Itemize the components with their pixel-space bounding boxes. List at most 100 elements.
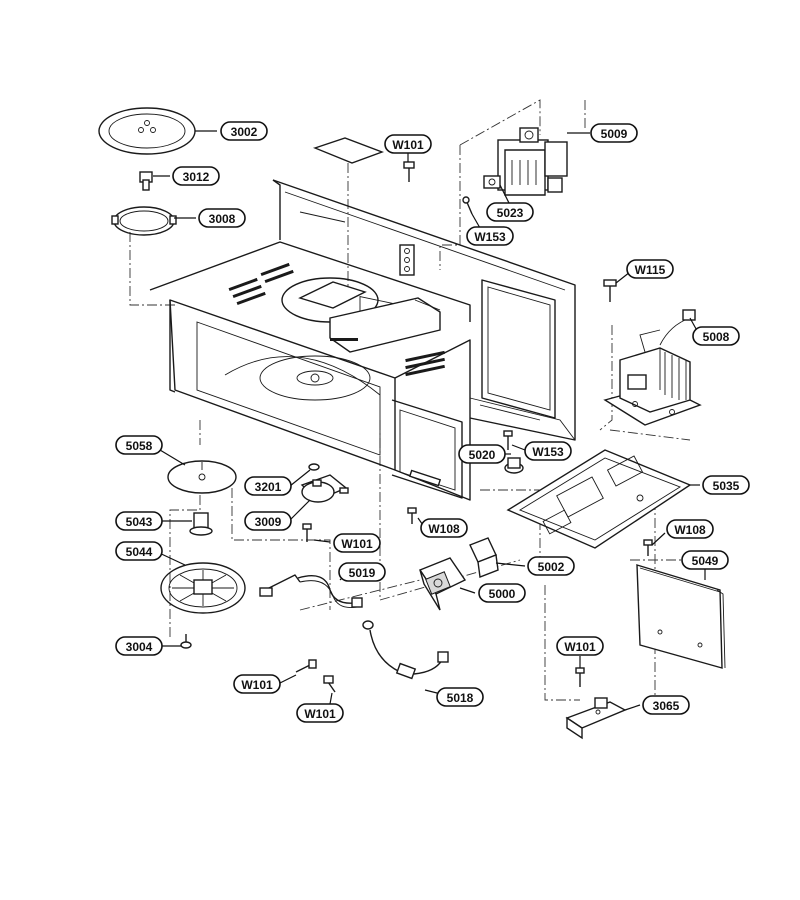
stirrer-fan bbox=[160, 562, 246, 614]
callout-5009: 5009 bbox=[590, 123, 638, 143]
callout-w101: W101 bbox=[556, 636, 604, 656]
screw-w101-lower bbox=[323, 675, 336, 693]
callout-w153: W153 bbox=[466, 226, 514, 246]
callout-pill bbox=[296, 703, 344, 723]
callout-3008: 3008 bbox=[198, 208, 246, 228]
screw-w108-center bbox=[407, 507, 417, 524]
interlock-switch-assembly bbox=[418, 557, 467, 611]
callout-pill bbox=[527, 556, 575, 576]
callout-pill bbox=[115, 511, 163, 531]
callout-number: W101 bbox=[341, 537, 373, 551]
callout-pill bbox=[244, 476, 292, 496]
magnetron bbox=[497, 127, 568, 196]
callout-number: W101 bbox=[564, 640, 596, 654]
callout-5019: 5019 bbox=[338, 562, 386, 582]
callout-number: W101 bbox=[392, 138, 424, 152]
callout-w101: W101 bbox=[333, 533, 381, 553]
callout-number: 3012 bbox=[183, 170, 210, 184]
callout-pill bbox=[384, 134, 432, 154]
callout-pill bbox=[458, 444, 506, 464]
turntable-glass-plate bbox=[98, 107, 196, 155]
callout-number: 5000 bbox=[489, 587, 516, 601]
washer bbox=[308, 463, 320, 471]
callout-pill bbox=[478, 583, 526, 603]
callout-labels: 300230123008W10150095023W153W11550085058… bbox=[115, 121, 750, 723]
callout-pill bbox=[420, 518, 468, 538]
callout-5044: 5044 bbox=[115, 541, 163, 561]
callout-number: W108 bbox=[674, 523, 706, 537]
callout-pill bbox=[172, 166, 220, 186]
callout-number: W153 bbox=[474, 230, 506, 244]
callout-number: 5043 bbox=[126, 515, 153, 529]
callout-number: W101 bbox=[304, 707, 336, 721]
callout-3002: 3002 bbox=[220, 121, 268, 141]
callout-5049: 5049 bbox=[681, 550, 729, 570]
switch-bracket bbox=[469, 537, 499, 578]
callout-number: 5008 bbox=[703, 330, 730, 344]
callout-5023: 5023 bbox=[486, 202, 534, 222]
oven-cavity-assembly bbox=[149, 179, 576, 501]
callout-pill bbox=[486, 202, 534, 222]
callout-w101: W101 bbox=[296, 703, 344, 723]
callout-pill bbox=[244, 511, 292, 531]
callout-pill bbox=[666, 519, 714, 539]
high-voltage-transformer bbox=[603, 309, 702, 426]
screw-w101-left bbox=[295, 659, 317, 673]
callout-3004: 3004 bbox=[115, 636, 163, 656]
callout-pill bbox=[115, 435, 163, 455]
callout-pill bbox=[626, 259, 674, 279]
callout-number: 5035 bbox=[713, 479, 740, 493]
screw-w115 bbox=[603, 279, 617, 302]
callout-5035: 5035 bbox=[702, 475, 750, 495]
callout-pill bbox=[338, 562, 386, 582]
callout-number: W153 bbox=[532, 445, 564, 459]
screw-w101-bottom-right bbox=[575, 667, 585, 687]
top-vent-slots bbox=[228, 262, 294, 306]
callout-w108: W108 bbox=[420, 518, 468, 538]
callout-pill bbox=[524, 441, 572, 461]
callout-pill bbox=[590, 123, 638, 143]
callout-3201: 3201 bbox=[244, 476, 292, 496]
side-cover-panel bbox=[636, 564, 726, 669]
callout-number: 3008 bbox=[209, 212, 236, 226]
callout-5058: 5058 bbox=[115, 435, 163, 455]
callout-number: 3004 bbox=[126, 640, 153, 654]
callout-number: 5058 bbox=[126, 439, 153, 453]
callout-pill bbox=[115, 636, 163, 656]
callout-pill bbox=[692, 326, 740, 346]
callout-number: 5020 bbox=[469, 448, 496, 462]
callout-number: 3002 bbox=[231, 125, 258, 139]
callout-pill bbox=[220, 121, 268, 141]
screw-w153-top bbox=[462, 196, 473, 215]
callout-pill bbox=[642, 695, 690, 715]
callout-number: 5002 bbox=[538, 560, 565, 574]
stirrer-plate bbox=[167, 460, 237, 494]
callout-pill bbox=[702, 475, 750, 495]
callout-number: 5044 bbox=[126, 545, 153, 559]
callout-w108: W108 bbox=[666, 519, 714, 539]
wire-harness bbox=[259, 574, 363, 608]
callout-w153: W153 bbox=[524, 441, 572, 461]
stirrer-shaft bbox=[189, 512, 213, 536]
screw-w101-motor bbox=[302, 523, 312, 542]
callout-w101: W101 bbox=[384, 134, 432, 154]
callout-5008: 5008 bbox=[692, 326, 740, 346]
callout-pill bbox=[436, 687, 484, 707]
callout-pill bbox=[115, 541, 163, 561]
callout-number: 3065 bbox=[653, 699, 680, 713]
wire-lead bbox=[362, 620, 449, 680]
wave-guide-cover bbox=[312, 137, 385, 164]
callout-number: 5018 bbox=[447, 691, 474, 705]
mounting-bracket bbox=[565, 697, 627, 740]
callout-w101: W101 bbox=[233, 674, 281, 694]
callout-pill bbox=[466, 226, 514, 246]
callout-5000: 5000 bbox=[478, 583, 526, 603]
callout-5043: 5043 bbox=[115, 511, 163, 531]
callout-number: 5019 bbox=[349, 566, 376, 580]
screw-w108-right bbox=[643, 539, 653, 556]
thermal-cutout bbox=[504, 457, 524, 474]
callout-number: 3201 bbox=[255, 480, 282, 494]
callout-number: 5049 bbox=[692, 554, 719, 568]
callout-pill bbox=[233, 674, 281, 694]
callout-5018: 5018 bbox=[436, 687, 484, 707]
